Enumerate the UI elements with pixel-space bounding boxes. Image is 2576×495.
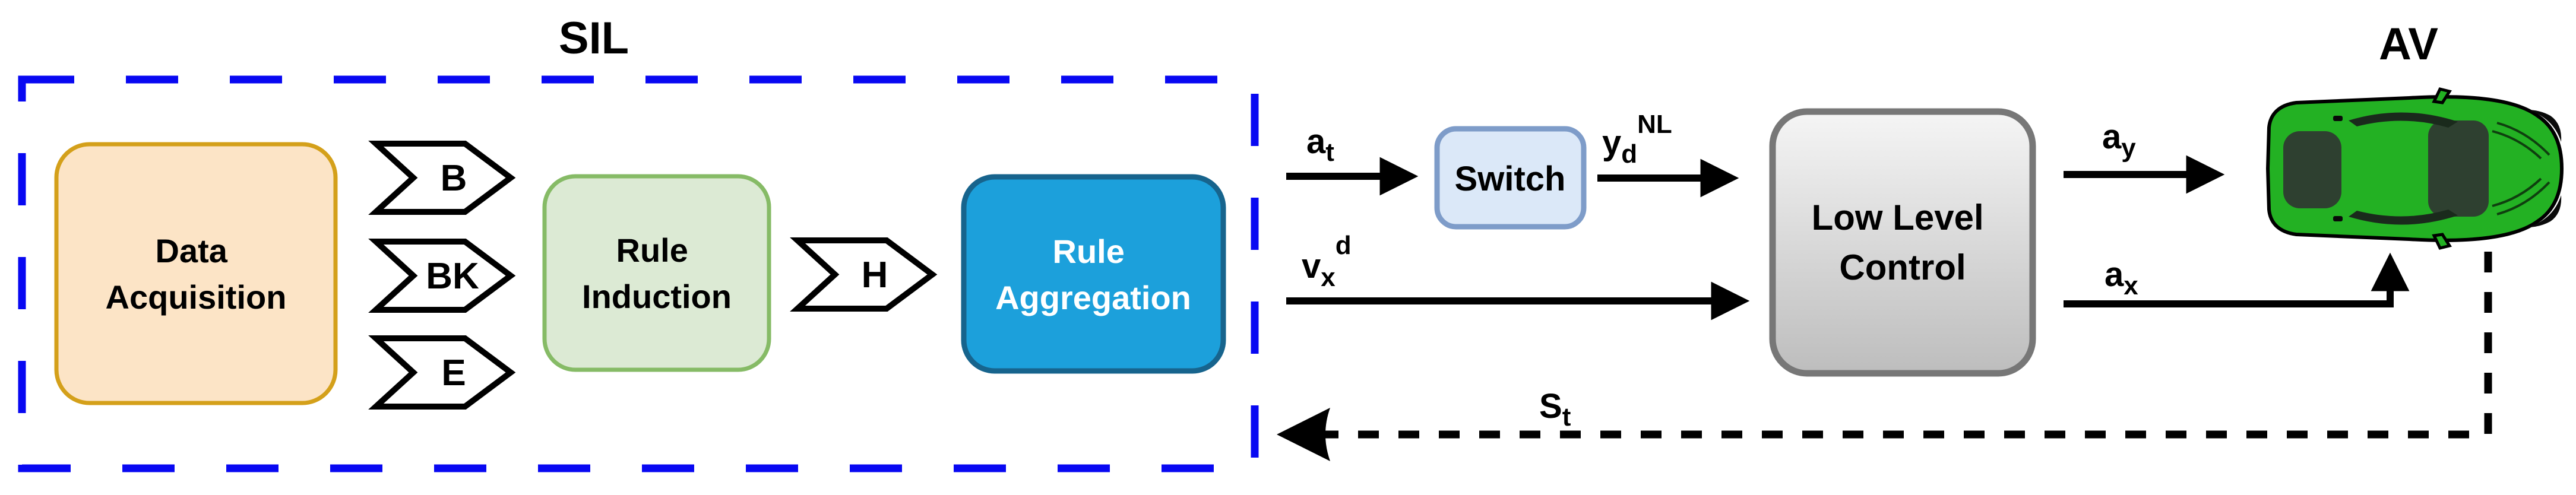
car-mirror-bottom [2432,233,2452,250]
low-level-control-line1: Low Level [1812,198,1984,237]
signal-label-ax: ax [2105,255,2138,300]
rule-induction-box [542,174,771,372]
feedback-label-st: St [1539,387,1571,431]
car-front-wheel-top [2527,110,2562,142]
signal-vxd-sub: x [1321,263,1336,292]
signal-label-ydnl: ydNL [1602,110,1672,169]
data-acquisition-box [54,142,338,405]
signal-vxd-sup: d [1336,231,1352,260]
signal-ay-sub: y [2121,134,2136,163]
low-level-control-label: Low Level Control [1812,198,1994,287]
signal-ydnl-base: y [1602,123,1621,162]
car-side-window-bottom [2349,210,2458,225]
signal-ax-sub: x [2124,271,2138,300]
rule-aggregation-box [961,174,1226,374]
signal-at-base: a [1306,122,1326,161]
chevron-e-label: E [441,353,466,394]
low-level-control-line2: Control [1839,248,1966,287]
car-headlight-lines-top [2492,122,2550,160]
rule-induction-line2: Induction [582,278,732,315]
rule-induction-label: Rule Induction [582,231,732,315]
car-front-wheel-bottom [2527,195,2562,227]
av-car-icon [2265,87,2564,250]
car-rear-window [2283,131,2341,208]
av-title: AV [2379,19,2438,69]
chevron-bk-icon [368,239,516,313]
signal-ydnl-sup: NL [1637,110,1672,139]
car-handle-top [2333,116,2343,121]
signal-label-at: at [1306,122,1334,167]
signal-ydnl-sub: d [1621,139,1637,169]
sil-boundary-box [18,75,1259,472]
chevron-b-icon [368,141,516,215]
chevron-h-icon [790,237,938,312]
signal-vxd-base: v [1302,247,1321,285]
car-mirror-top [2432,87,2452,104]
chevron-e-icon [368,335,516,410]
chevron-h-label: H [862,255,888,296]
feedback-arrowhead-icon [1277,408,1330,461]
feedback-path-st [1325,252,2492,439]
chevron-b-label: B [441,158,467,199]
signal-label-vxd: vxd [1302,231,1352,292]
data-acquisition-line1: Data [156,232,228,269]
signal-st-base: S [1539,387,1562,426]
signal-ax-base: a [2105,255,2124,294]
signal-ay-base: a [2102,118,2122,156]
data-acquisition-line2: Acquisition [106,278,287,316]
signal-at-sub: t [1325,138,1334,167]
car-windshield [2428,120,2489,217]
rule-induction-line1: Rule [616,231,688,269]
signal-arrow-ax [2064,252,2410,307]
switch-label: Switch [1455,160,1566,198]
rule-aggregation-line2: Aggregation [995,279,1191,316]
car-headlight-lines-bottom [2492,177,2550,215]
sil-title: SIL [559,13,629,64]
car-side-window-top [2349,112,2458,128]
low-level-control-box [1769,108,2036,377]
chevron-bk-label: BK [426,256,479,297]
rule-aggregation-label: Rule Aggregation [995,233,1191,316]
rule-aggregation-line1: Rule [1053,233,1125,270]
data-acquisition-label: Data Acquisition [106,232,287,316]
switch-box [1434,126,1587,230]
car-handle-bottom [2333,216,2343,221]
signal-st-sub: t [1562,402,1571,431]
signal-label-ay: ay [2102,118,2136,163]
